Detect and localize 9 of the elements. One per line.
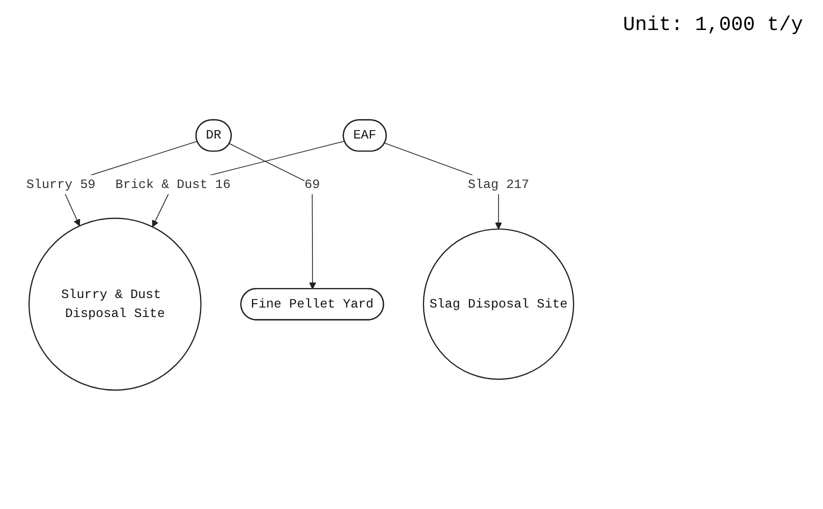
- edge-label: Slag 217: [468, 177, 530, 192]
- node-circle: Slag Disposal Site: [422, 228, 574, 380]
- node-circle: Slurry & Dust Disposal Site: [28, 218, 202, 391]
- edge-label: Slurry 59: [26, 177, 96, 192]
- arrow: [229, 143, 316, 290]
- arrow: [152, 140, 346, 228]
- edge-label: 69: [304, 177, 320, 192]
- edge-label: Brick & Dust 16: [115, 177, 231, 192]
- unit-note: Unit: 1,000 t/y: [622, 14, 803, 37]
